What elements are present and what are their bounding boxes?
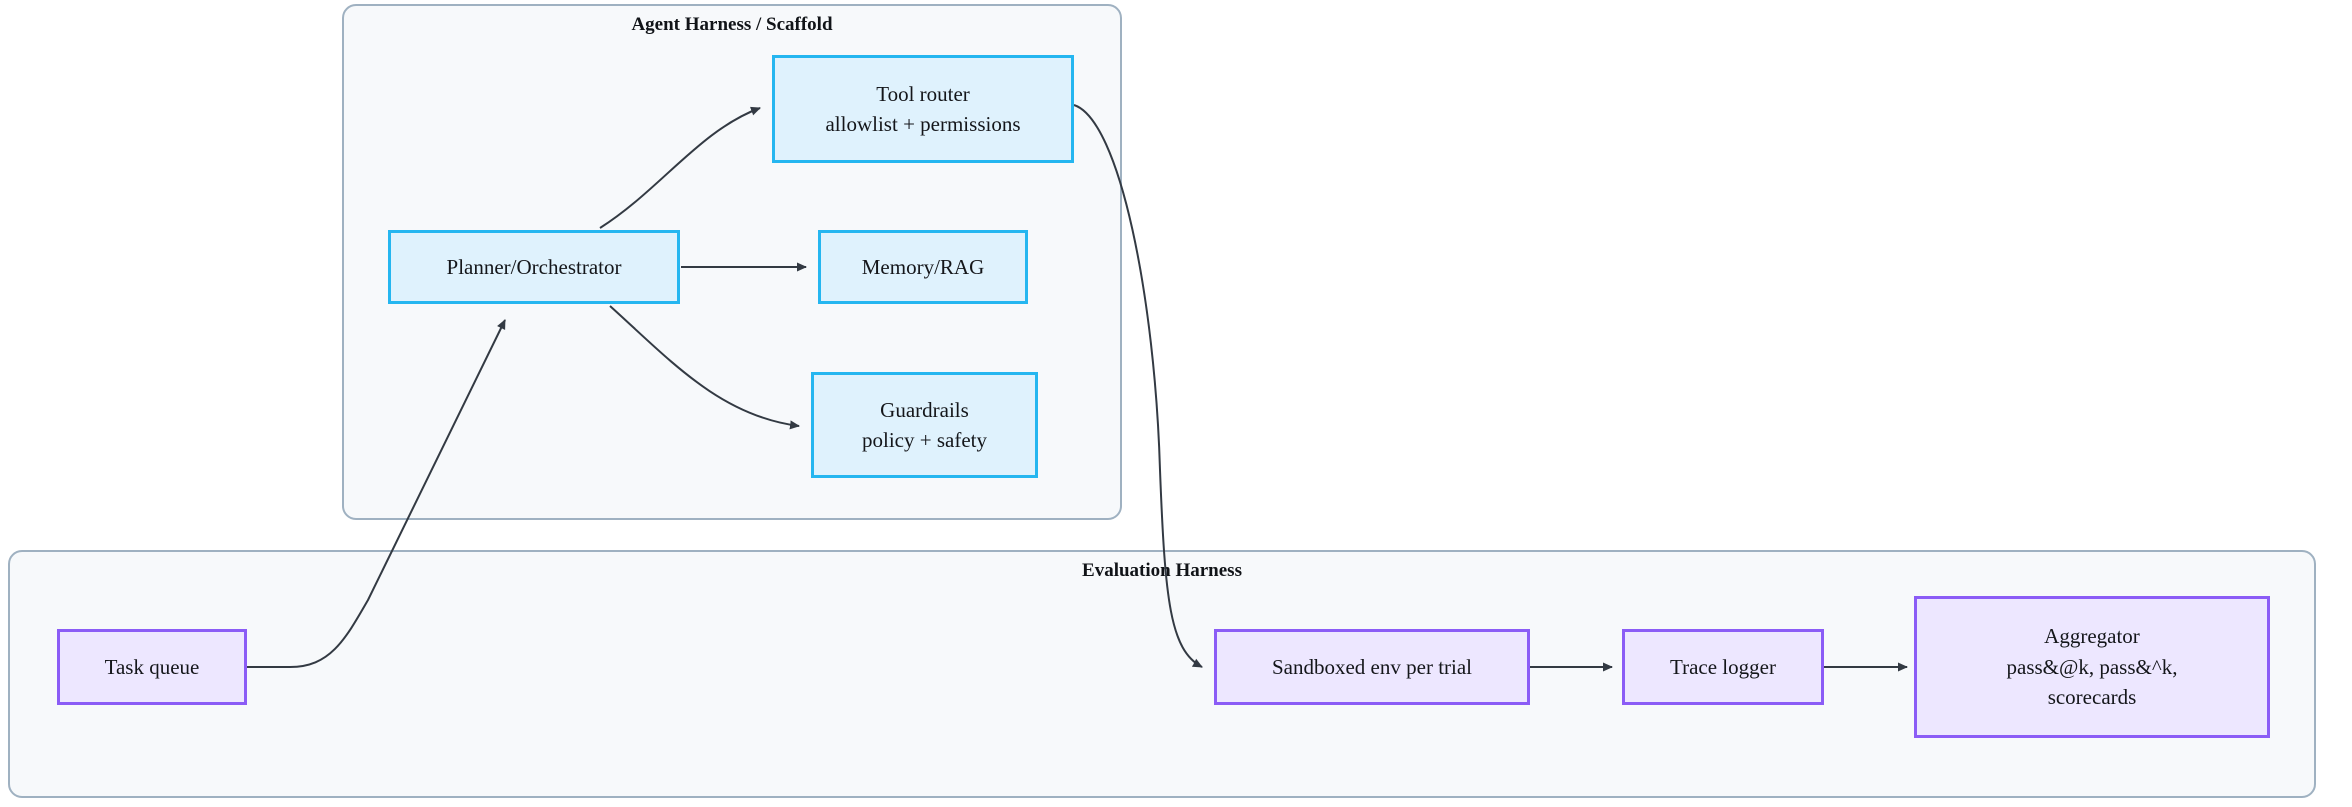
node-guardrails-line-2: policy + safety — [862, 428, 987, 452]
node-guardrails-line-1: Guardrails — [880, 397, 969, 422]
node-task-queue[interactable]: Task queue — [57, 629, 247, 705]
node-trace-logger-line-1: Trace logger — [1670, 654, 1776, 679]
cluster-agent-harness-title: Agent Harness / Scaffold — [631, 14, 833, 35]
node-tool-router[interactable]: Tool router allowlist + permissions — [772, 55, 1074, 163]
node-memory-rag-line-1: Memory/RAG — [861, 254, 985, 279]
node-aggregator-line-3: scorecards — [2047, 685, 2137, 710]
node-memory-rag[interactable]: Memory/RAG — [818, 230, 1028, 304]
node-aggregator-line-2: pass&@k, pass&^k, — [2006, 654, 2178, 679]
node-trace-logger[interactable]: Trace logger — [1622, 629, 1824, 705]
node-tool-router-line-2: allowlist + permissions — [825, 112, 1021, 136]
node-task-queue-line-1: Task queue — [104, 654, 200, 679]
node-aggregator[interactable]: Aggregator pass&@k, pass&^k, scorecards — [1914, 596, 2270, 738]
node-tool-router-line-1: Tool router — [876, 81, 970, 106]
node-planner-orchestrator[interactable]: Planner/Orchestrator — [388, 230, 680, 304]
node-planner-orchestrator-line-1: Planner/Orchestrator — [446, 254, 622, 279]
node-sandboxed-env-line-1: Sandboxed env per trial — [1271, 654, 1473, 679]
node-sandboxed-env[interactable]: Sandboxed env per trial — [1214, 629, 1530, 705]
node-guardrails[interactable]: Guardrails policy + safety — [811, 372, 1038, 478]
cluster-evaluation-harness-title: Evaluation Harness — [1082, 560, 1242, 581]
node-aggregator-line-1: Aggregator — [2044, 624, 2140, 649]
